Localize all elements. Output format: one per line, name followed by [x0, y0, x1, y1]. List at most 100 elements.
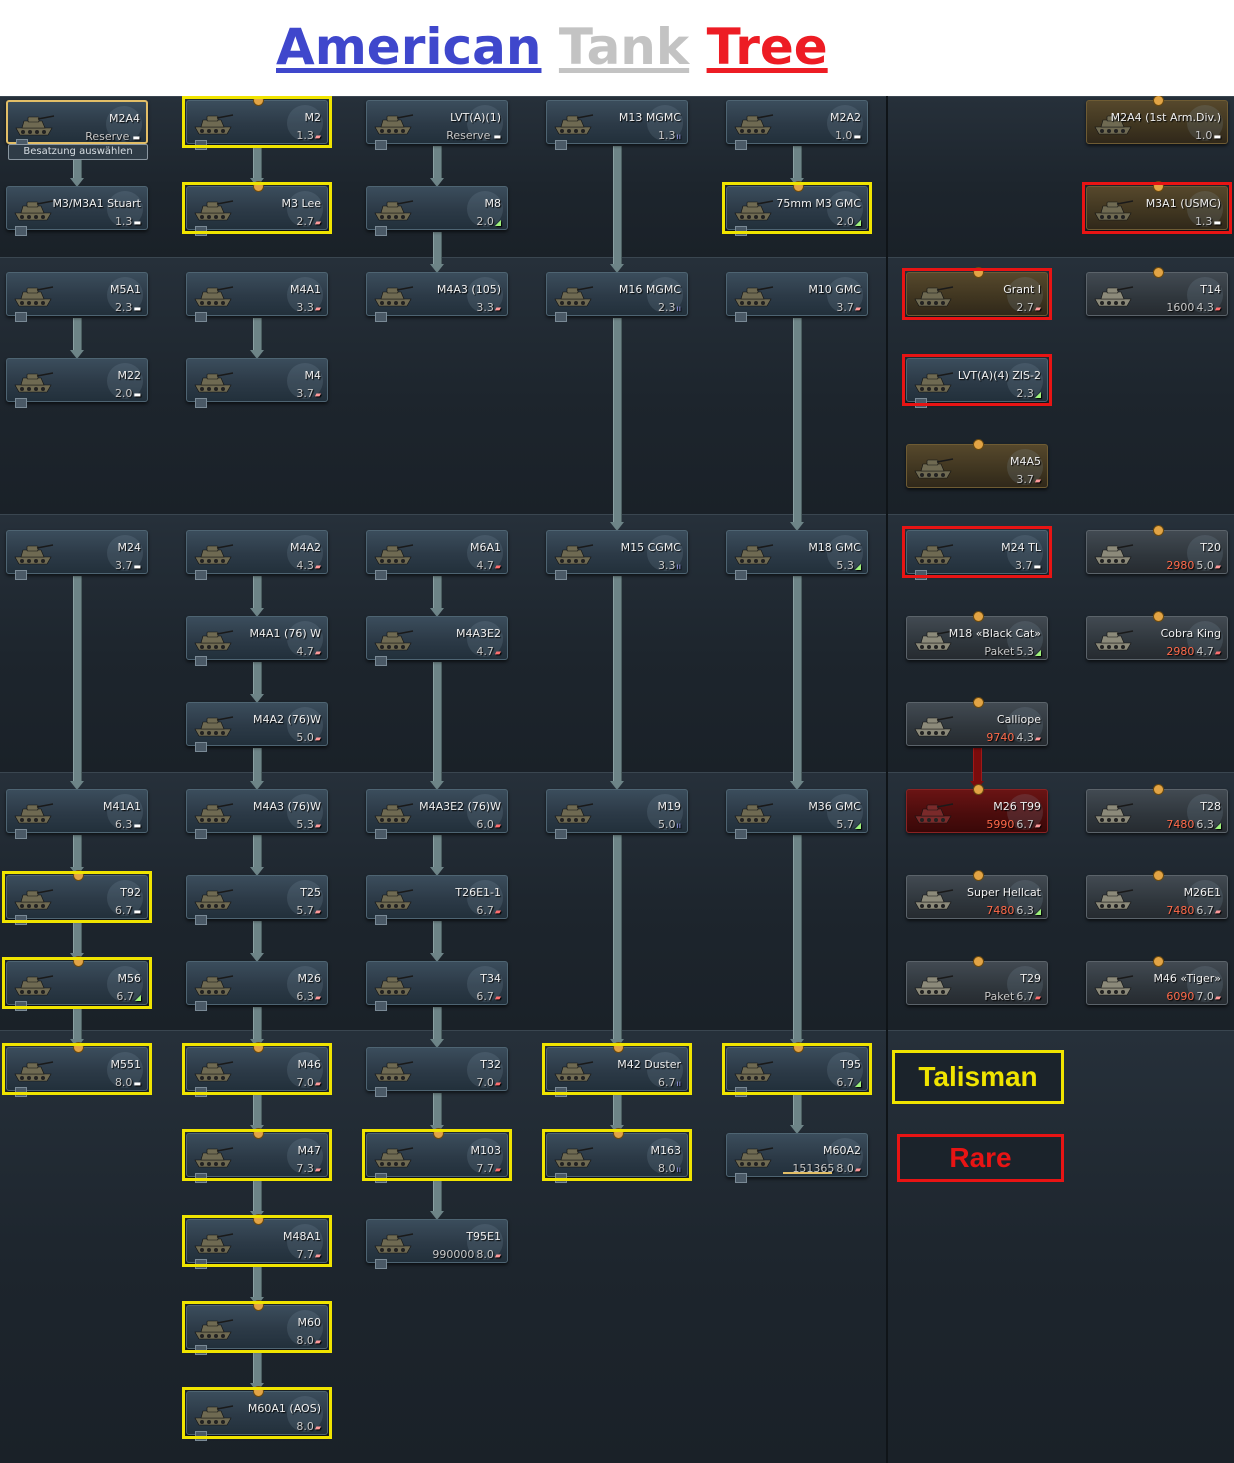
vehicle-br-row: 3.3▰ — [296, 301, 321, 314]
page-title: American Tank Tree — [276, 14, 828, 86]
spaa-role-icon: ıı — [676, 562, 681, 571]
order-marker-icon — [1153, 870, 1164, 881]
tank-thumbnail-icon — [15, 115, 55, 136]
vehicle-card-m4a3_105[interactable]: M4A3 (105)3.3▰ — [366, 272, 508, 322]
connector-arrow-icon — [430, 608, 444, 617]
battle-rating: 6.7 — [114, 904, 133, 917]
vehicle-br-row: Reserve▬ — [85, 130, 140, 143]
nation-emblem-icon — [1007, 966, 1043, 1002]
tank-thumbnail-icon — [14, 975, 54, 996]
light-role-icon: ▬ — [1213, 132, 1221, 141]
vehicle-br-row: 2.3▬ — [115, 301, 141, 314]
connector-m5a1-m22 — [73, 318, 82, 350]
order-marker-icon — [253, 1386, 264, 1397]
vehicle-cost: Paket — [984, 990, 1015, 1003]
vehicle-name: M4 — [304, 369, 322, 382]
nation-emblem-icon — [647, 794, 683, 830]
vehicle-name: M5A1 — [109, 283, 141, 296]
tank-thumbnail-icon — [194, 889, 234, 910]
connector-arrow-icon — [610, 264, 624, 273]
order-marker-icon — [1153, 956, 1164, 967]
connector-m46-m47 — [253, 1093, 262, 1125]
spaa-role-icon: ıı — [676, 132, 681, 141]
vehicle-card-m5a1[interactable]: M5A1 2.3▬ — [6, 272, 148, 322]
vehicle-name: M2A4 (1st Arm.Div.) — [1110, 111, 1221, 124]
title-word-tank: Tank — [558, 18, 690, 76]
order-marker-icon — [253, 96, 264, 106]
select-crew-button[interactable]: Besatzung auswählen — [8, 144, 148, 160]
vehicle-card-lvta1[interactable]: LVT(A)(1)Reserve▬ — [366, 100, 508, 150]
nation-emblem-icon — [107, 191, 143, 227]
vehicle-name: M15 CGMC — [620, 541, 681, 554]
vehicle-card-m60a1[interactable]: M60A1 (AOS)8.0▰ — [186, 1386, 328, 1441]
nation-emblem-icon — [287, 880, 323, 916]
nation-emblem-icon — [1007, 621, 1043, 657]
vehicle-card-m2a4_usmc[interactable]: M2A4 (1st Arm.Div.)1.0▬ — [1086, 96, 1228, 144]
battle-rating: 3.3 — [296, 301, 314, 314]
vehicle-card-m3a1usmc[interactable]: M3A1 (USMC)1.3▬ — [1086, 181, 1228, 230]
vehicle-name: T20 — [1200, 541, 1221, 554]
